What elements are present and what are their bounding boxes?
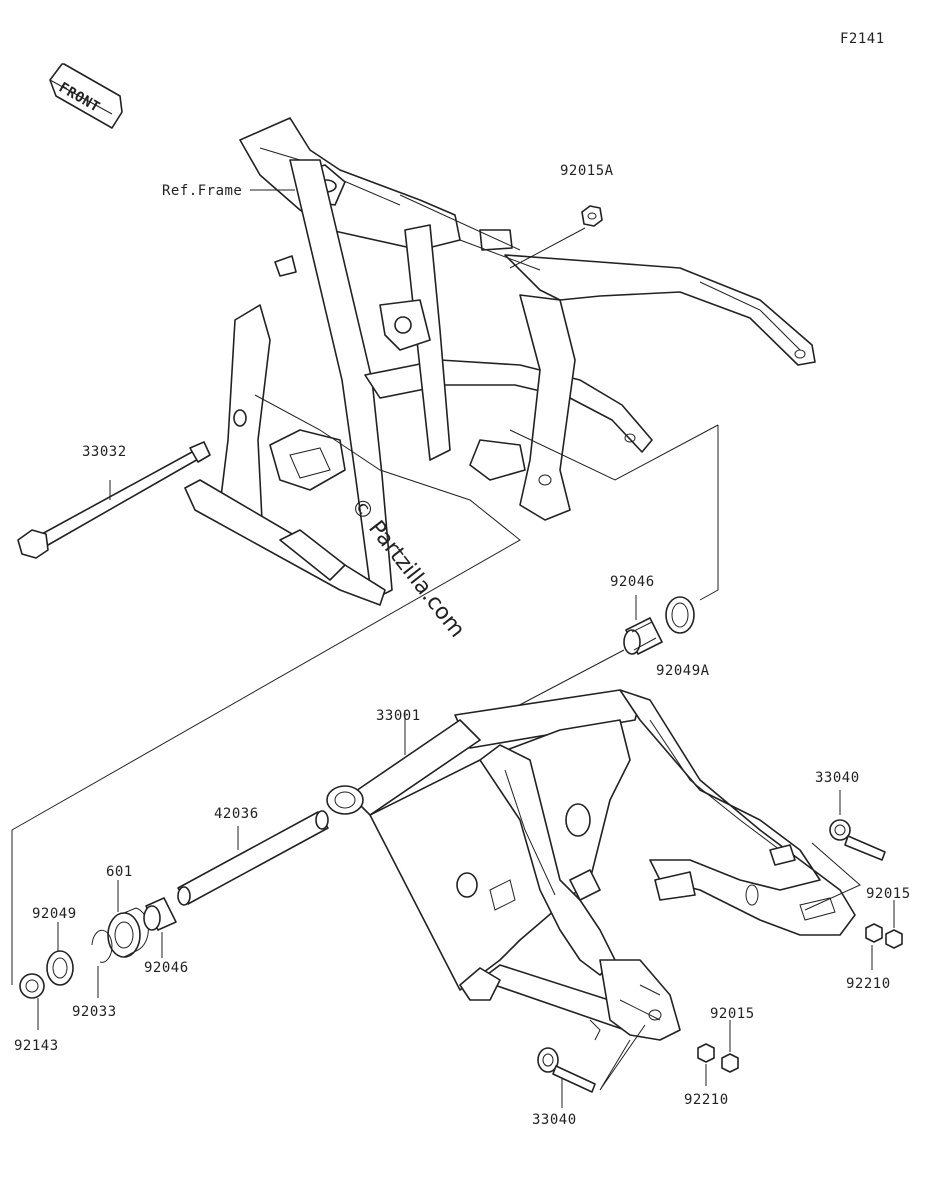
watermark: © Partzilla.com [345,493,469,642]
part-92049A[interactable]: 92049A [656,663,710,679]
part-42036[interactable]: 42036 [214,806,259,822]
circlip-92033-icon [91,929,113,963]
part-92046-bottom[interactable]: 92046 [144,960,189,976]
collar-92049A-icon [665,596,695,634]
collar-92049-icon [46,950,74,986]
part-33001[interactable]: 33001 [376,708,421,724]
adjuster-bolt-33040-bottom-icon [537,1047,596,1093]
part-33040-bottom[interactable]: 33040 [532,1112,577,1128]
frame-drawing: Ref.Frame [162,117,816,606]
part-92015-bottom[interactable]: 92015 [710,1006,755,1022]
front-arrow-icon: FRONT [49,63,123,129]
part-92143[interactable]: 92143 [14,1038,59,1054]
part-92210-right[interactable]: 92210 [846,976,891,992]
needle-bearing-92046-top-icon [623,617,663,655]
part-92049[interactable]: 92049 [32,906,77,922]
nut-92015A-icon [581,205,603,227]
part-92046-top[interactable]: 92046 [610,574,655,590]
axle-bolt-33032-icon [17,441,211,559]
part-33040-right[interactable]: 33040 [815,770,860,786]
figure-code: F2141 [840,31,885,47]
nut-92210-right-icon [865,923,883,943]
part-92033[interactable]: 92033 [72,1004,117,1020]
needle-bearing-92046-bottom-icon [143,897,177,931]
part-92015-right[interactable]: 92015 [866,886,911,902]
nut-92015-bottom-icon [721,1053,739,1073]
part-92015A[interactable]: 92015A [560,163,614,179]
part-33032[interactable]: 33032 [82,444,127,460]
part-601[interactable]: 601 [106,864,133,880]
adjuster-bolt-33040-right-icon [829,819,886,861]
part-92210-bottom[interactable]: 92210 [684,1092,729,1108]
cap-92143-icon [19,973,45,999]
ref-frame-label: Ref.Frame [162,183,242,199]
ball-bearing-601-icon [107,907,149,958]
nut-92015-right-icon [885,929,903,949]
swingarm-33001-icon [326,689,856,1041]
pivot-tube-42036-icon [177,810,329,906]
nut-92210-bottom-icon [697,1043,715,1063]
